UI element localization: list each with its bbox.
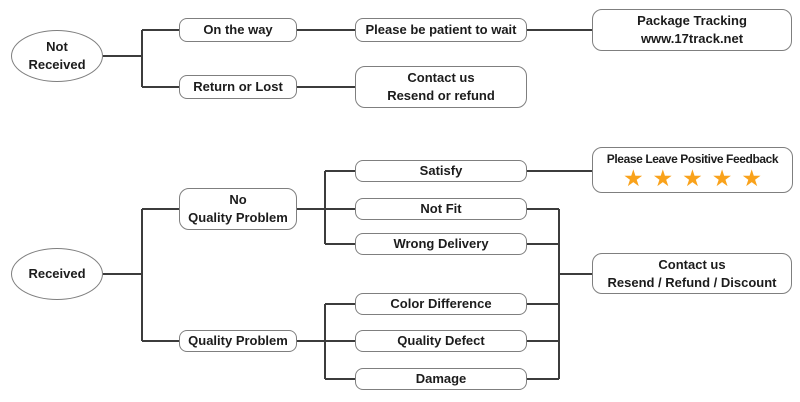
node-received: Received bbox=[11, 248, 103, 300]
node-satisfy: Satisfy bbox=[355, 160, 527, 182]
node-label: Quality Defect bbox=[397, 333, 485, 349]
node-label: Not Fit bbox=[420, 201, 462, 217]
node-label: Color Difference bbox=[390, 296, 492, 312]
node-label: Received bbox=[28, 266, 86, 282]
node-please-be-patient: Please be patient to wait bbox=[355, 18, 527, 42]
node-no-quality-problem: No Quality Problem bbox=[179, 188, 297, 230]
node-label: No bbox=[229, 192, 247, 208]
node-label: Damage bbox=[415, 371, 467, 387]
node-label: Contact us bbox=[407, 70, 475, 86]
node-not-received: Not Received bbox=[11, 30, 103, 82]
tracking-url: www.17track.net bbox=[640, 31, 744, 46]
node-label: Contact us bbox=[658, 256, 726, 272]
node-color-difference: Color Difference bbox=[355, 293, 527, 315]
five-star-rating-icon: ★★★★★ bbox=[622, 165, 772, 192]
node-label: Resend / Refund / Discount bbox=[607, 274, 777, 290]
node-label: Return or Lost bbox=[193, 79, 283, 95]
node-damage: Damage bbox=[355, 368, 527, 390]
node-label: Wrong Delivery bbox=[393, 236, 489, 252]
node-quality-problem: Quality Problem bbox=[179, 330, 297, 352]
node-label: Quality Problem bbox=[188, 210, 288, 225]
node-wrong-delivery: Wrong Delivery bbox=[355, 233, 527, 255]
node-contact-us-resend-refund-discount: Contact us Resend / Refund / Discount bbox=[592, 253, 792, 294]
node-label: Please Leave Positive Feedback bbox=[606, 152, 779, 167]
node-label: Quality Problem bbox=[188, 333, 288, 349]
node-label: Resend or refund bbox=[387, 88, 495, 103]
node-label: Please be patient to wait bbox=[365, 22, 517, 38]
node-on-the-way: On the way bbox=[179, 18, 297, 42]
node-label: Satisfy bbox=[419, 163, 463, 179]
node-quality-defect: Quality Defect bbox=[355, 330, 527, 352]
node-return-or-lost: Return or Lost bbox=[179, 75, 297, 99]
node-package-tracking: Package Tracking www.17track.net bbox=[592, 9, 792, 51]
node-not-fit: Not Fit bbox=[355, 198, 527, 220]
node-label: Not bbox=[46, 39, 68, 55]
node-label: Received bbox=[28, 57, 86, 72]
node-label: Package Tracking bbox=[637, 13, 747, 29]
node-label: On the way bbox=[203, 22, 273, 38]
node-positive-feedback: Please Leave Positive Feedback ★★★★★ bbox=[592, 147, 793, 193]
node-contact-us-resend-refund: Contact us Resend or refund bbox=[355, 66, 527, 108]
